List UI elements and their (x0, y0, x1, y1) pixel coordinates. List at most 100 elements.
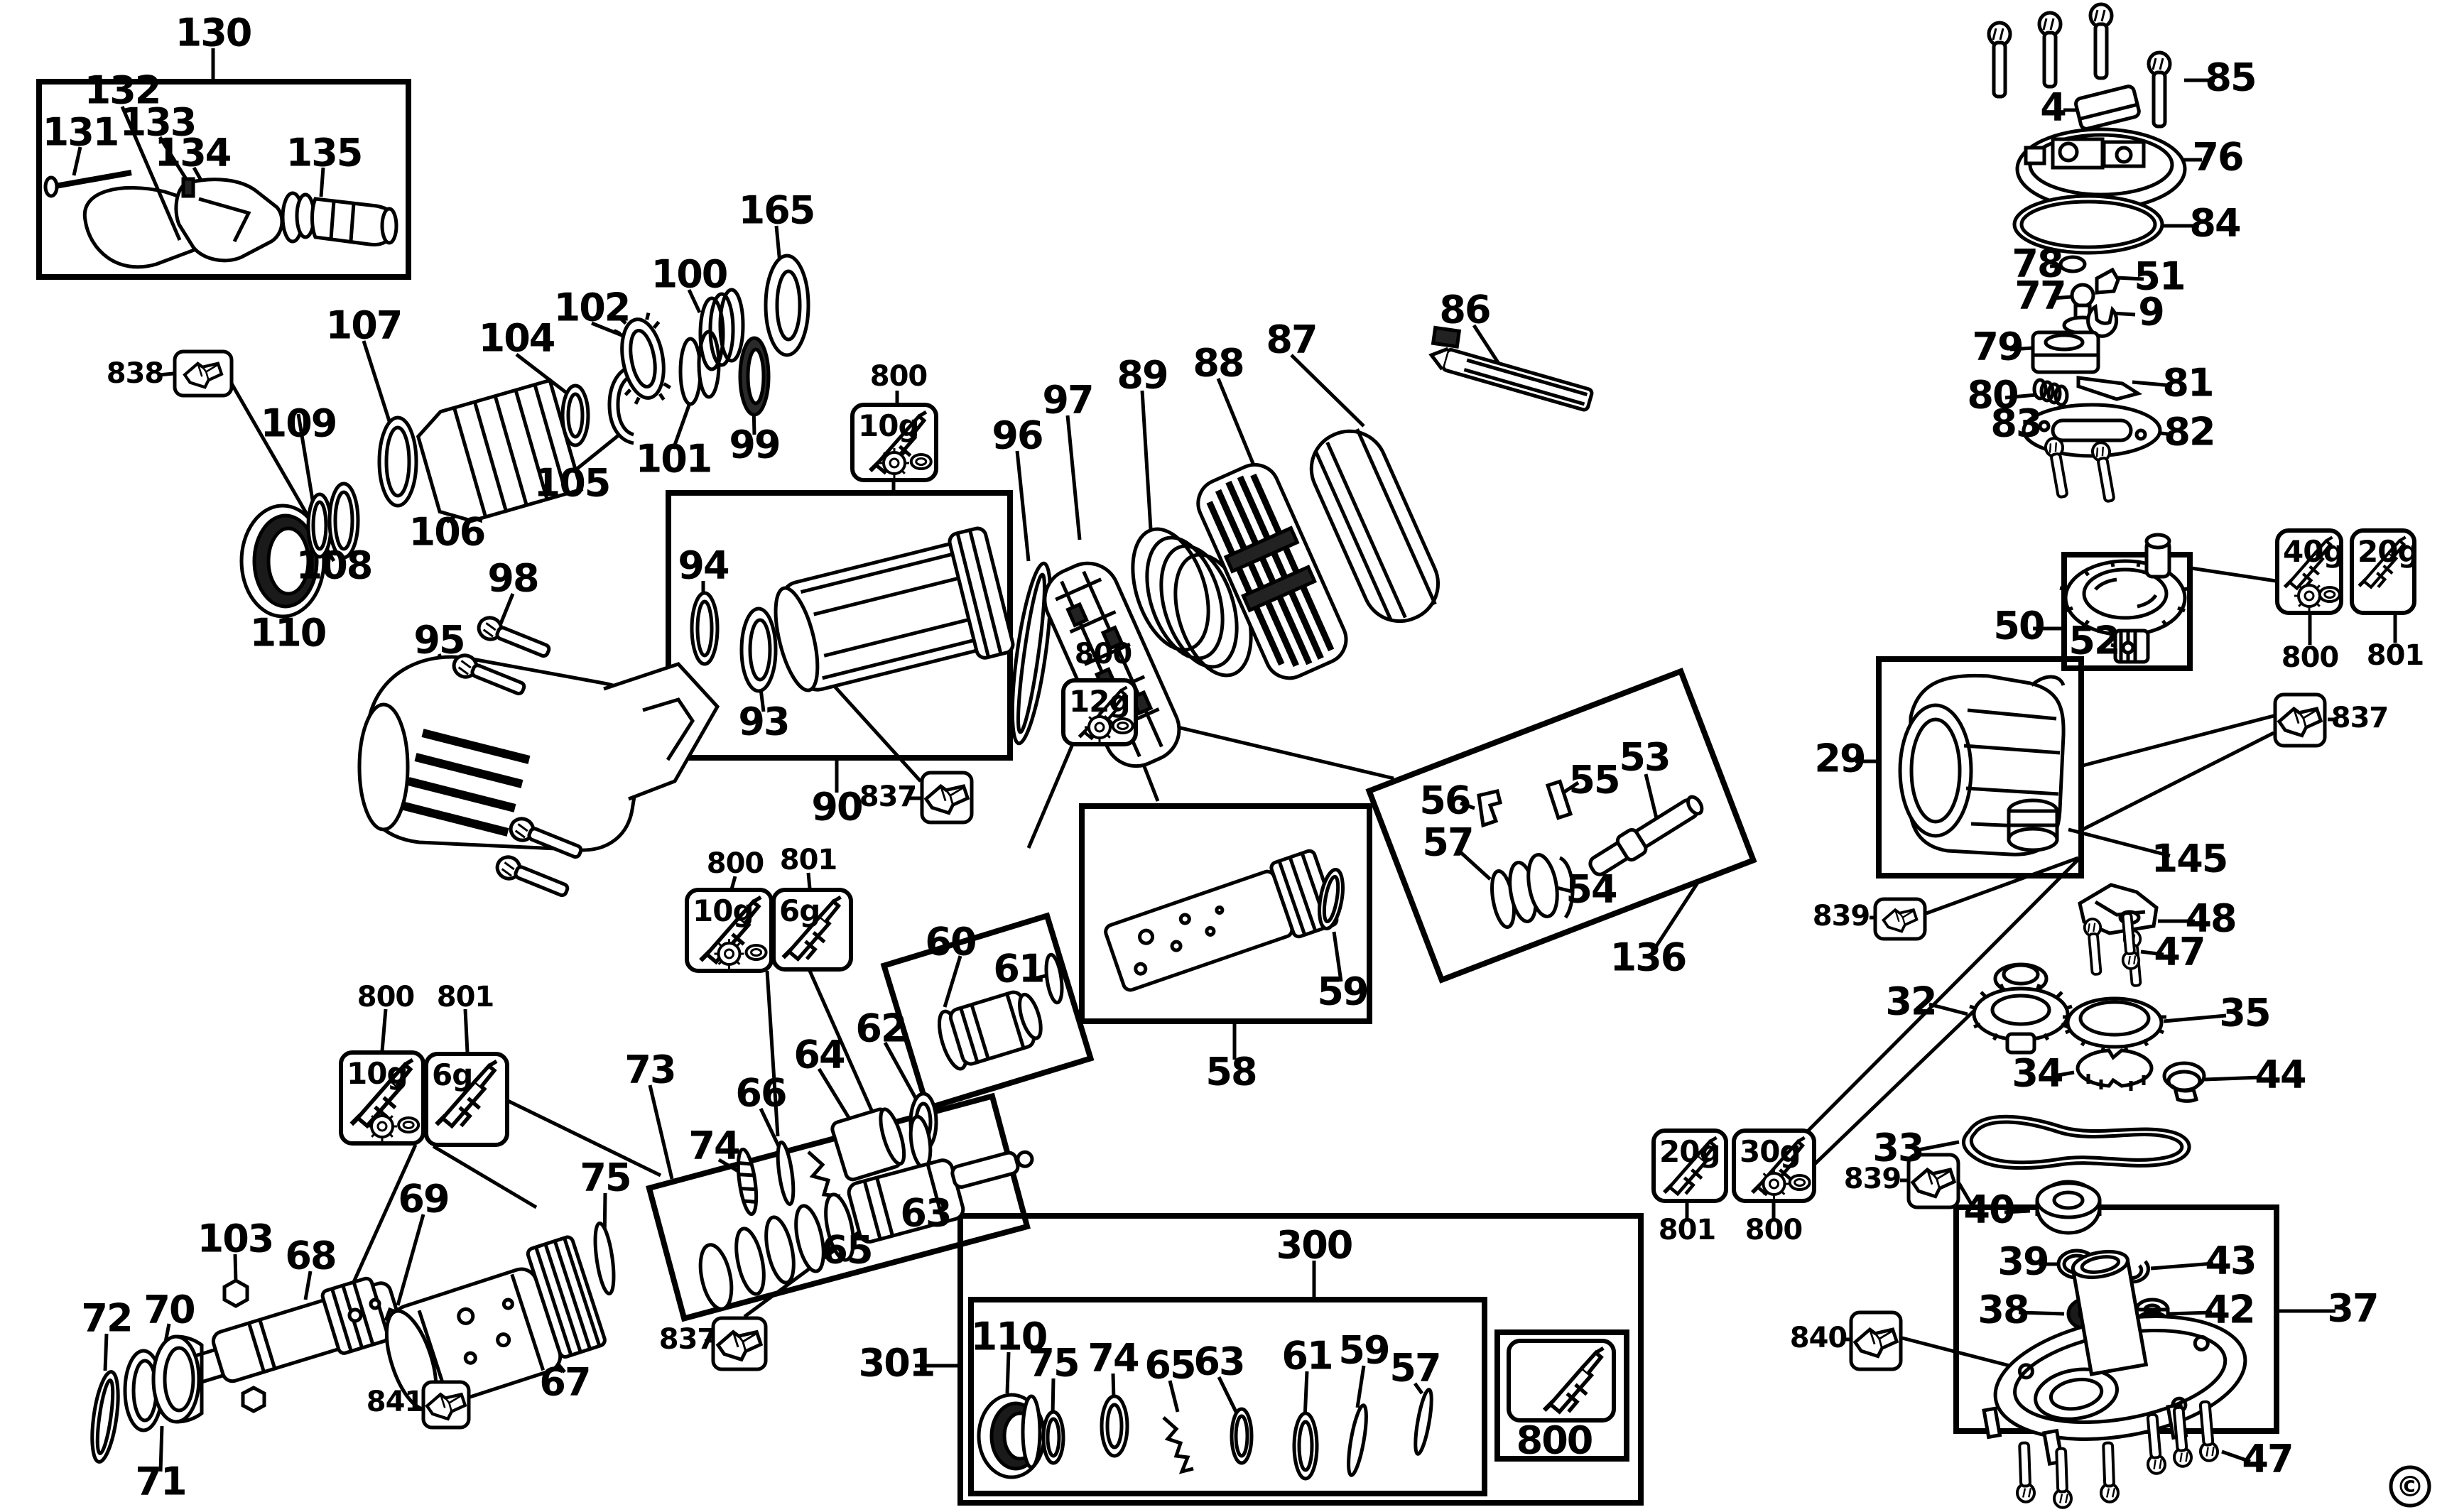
part-label-134-4: 134 (155, 131, 231, 175)
part-label-130-0: 130 (175, 11, 251, 55)
part-label-82-43: 82 (2164, 410, 2214, 455)
washer-66 (776, 1140, 796, 1207)
part-label-800-47: 800 (2281, 641, 2339, 674)
ram-body (774, 526, 1015, 692)
part-label-71-102: 71 (135, 1459, 185, 1504)
lube-amount-10g: 10g (693, 893, 754, 928)
part-label-99-16: 99 (729, 423, 779, 467)
part-label-66-86: 66 (735, 1071, 786, 1116)
washer-107-bore (384, 425, 411, 498)
part-label-43-66: 43 (2205, 1239, 2255, 1283)
part-label-32-55: 32 (1885, 979, 1936, 1024)
lube-box-20g-8: 20g (1651, 1128, 1728, 1203)
bellows-73 (734, 1192, 855, 1296)
part-label-801-88: 801 (780, 844, 837, 876)
part-label-39-65: 39 (1997, 1239, 2048, 1284)
pad-4 (2074, 85, 2141, 131)
part-label-107-8: 107 (326, 303, 402, 348)
box-300-inner (968, 1297, 1487, 1496)
ring-icon (909, 453, 933, 470)
part-label-75-92: 75 (580, 1155, 630, 1200)
gear-icon (1757, 1168, 1791, 1200)
lube-box-40g-6: 40g (2275, 528, 2345, 615)
pouch-box-840-6 (1849, 1310, 1903, 1371)
part-label-135-5: 135 (286, 131, 362, 175)
ring-165-bore (775, 269, 802, 342)
leader-lines-box300 (915, 1261, 1424, 1420)
lube-box-20g-7: 20g (2350, 528, 2419, 615)
gear-icon (366, 1110, 398, 1143)
part-label-56-71: 56 (1419, 778, 1470, 823)
part-label-837-25: 837 (859, 781, 917, 813)
ring-99-bore (746, 347, 766, 406)
pin-131 (55, 170, 132, 189)
lube-box-10g-2: 10g (685, 888, 774, 973)
part-label-110-105: 110 (971, 1315, 1047, 1359)
lube-box-800-10 (1507, 1339, 1616, 1423)
shaft-53 (1588, 795, 1704, 876)
lube-box-30g-9: 30g (1732, 1128, 1816, 1203)
ball-52 (2121, 641, 2135, 655)
part-label-93-23: 93 (738, 700, 788, 744)
part-label-97-27: 97 (1042, 378, 1092, 423)
box-800-frame (1494, 1329, 1629, 1462)
part-label-84-35: 84 (2189, 201, 2240, 246)
part-label-83-44: 83 (1990, 401, 2041, 446)
box-60 (880, 912, 1095, 1112)
part-label-57-112: 57 (1389, 1346, 1440, 1391)
lube-amount-12g: 12g (1069, 684, 1130, 719)
leader-lines-right (1685, 78, 2397, 1464)
parts-artwork (43, 4, 2431, 1508)
oring-59-bore (1322, 874, 1340, 924)
part-label-63-109: 63 (1193, 1339, 1244, 1384)
nose-cup-110-bore (266, 526, 310, 596)
ring-101a (678, 337, 702, 406)
block-79 (2031, 330, 2100, 374)
ring-icon (744, 944, 768, 961)
grip-135-end (380, 207, 398, 245)
part-label-47-70: 47 (2242, 1437, 2292, 1481)
oring-72-bore (95, 1378, 115, 1456)
clip-96 (1010, 561, 1053, 746)
cup-70-wall (175, 1334, 204, 1424)
nose-cup-73 (698, 1243, 734, 1311)
ring-75 (593, 1221, 616, 1296)
clip-cage-44 (2162, 1061, 2206, 1103)
oring-94 (690, 591, 720, 666)
roller-ring-88 (1196, 462, 1348, 680)
part-label-47-54: 47 (2154, 930, 2204, 974)
part-label-90-24: 90 (811, 785, 862, 830)
box-29 (1876, 656, 2084, 879)
part-label-44-58: 44 (2255, 1053, 2306, 1097)
part-label-133-3: 133 (120, 100, 196, 145)
seal-93-bore (748, 618, 772, 682)
piston-body-73 (847, 1150, 1034, 1244)
part-label-52-46: 52 (2068, 619, 2119, 663)
nut-103 (222, 1278, 249, 1308)
part-label-75-106: 75 (1028, 1341, 1078, 1386)
lube-amount-30g: 30g (1740, 1134, 1801, 1169)
part-label-64-84: 64 (793, 1033, 845, 1077)
part-label-54-75: 54 (1566, 867, 1617, 912)
gasket-33 (1962, 1114, 2191, 1170)
kit-136-parts (1477, 779, 1704, 929)
part-label-100-11: 100 (651, 252, 727, 297)
ribbed-ring-74 (736, 1147, 759, 1217)
ring-icon (2318, 586, 2341, 603)
pouch-box-837-2 (711, 1316, 768, 1371)
front-collar-train (239, 254, 810, 619)
part-label-95-20: 95 (413, 618, 464, 663)
part-label-98-19: 98 (487, 556, 538, 601)
oring-84-inner (2019, 200, 2157, 249)
spindle-68 (191, 1276, 402, 1385)
part-label-104-9: 104 (479, 316, 555, 361)
gear-cover-37 (1982, 911, 2247, 1508)
part-label-88-29: 88 (1193, 341, 1243, 386)
part-label-74-107: 74 (1087, 1336, 1139, 1381)
ram-assembly-90 (690, 526, 1015, 693)
grease-pouch-callouts (173, 349, 2327, 1430)
part-label-57-72: 57 (1422, 820, 1472, 865)
part-label-59-79: 59 (1317, 969, 1367, 1014)
